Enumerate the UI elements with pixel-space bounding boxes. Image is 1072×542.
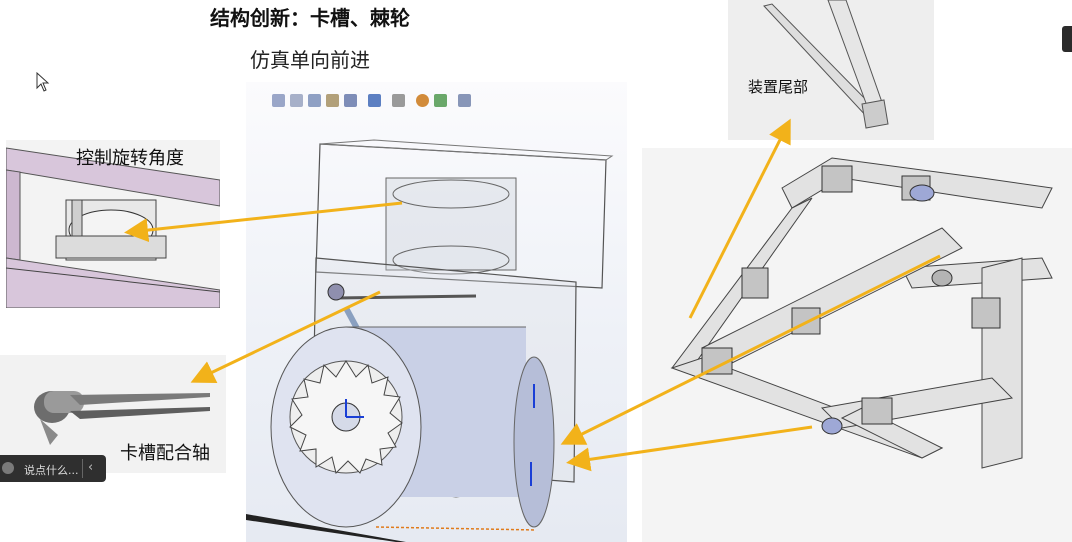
arrow-slot	[190, 290, 381, 384]
display-style-icon[interactable]	[368, 94, 381, 107]
previous-view-icon[interactable]	[308, 94, 321, 107]
zoom-fit-icon[interactable]	[272, 94, 285, 107]
tail-render	[763, 0, 889, 129]
hide-show-icon[interactable]	[392, 94, 405, 107]
ratchet-gear	[289, 360, 403, 474]
tail-panel: 装置尾部	[728, 0, 934, 140]
cad-toolbar	[272, 92, 532, 110]
cad-viewport[interactable]	[246, 82, 627, 542]
scene-icon[interactable]	[434, 94, 447, 107]
side-panel-toggle[interactable]	[1062, 26, 1072, 52]
arrow-rotation	[124, 201, 403, 243]
view-settings-icon[interactable]	[458, 94, 471, 107]
user-avatar-icon	[2, 462, 14, 474]
chevron-left-icon[interactable]: ‹	[88, 460, 94, 475]
crawler-assembly-render	[670, 157, 1053, 469]
slot-shaft-label: 卡槽配合轴	[120, 443, 210, 464]
assembly-panel	[642, 148, 1072, 542]
chat-divider	[82, 459, 83, 478]
mouse-pointer-icon	[36, 72, 50, 92]
arrow-drum-2	[566, 425, 813, 472]
chat-placeholder[interactable]: 说点什么...	[24, 464, 79, 477]
rotation-angle-label: 控制旋转角度	[76, 148, 184, 169]
tail-label: 装置尾部	[748, 78, 809, 96]
zoom-area-icon[interactable]	[290, 94, 303, 107]
arrow-tail	[688, 118, 791, 319]
appearance-icon[interactable]	[416, 94, 429, 107]
slide-title: 结构创新：卡槽、棘轮	[210, 6, 410, 30]
view-orientation-icon[interactable]	[344, 94, 357, 107]
arrow-drum-1	[560, 254, 941, 445]
slide-subtitle: 仿真单向前进	[250, 48, 370, 72]
ratchet-model-render	[270, 139, 614, 531]
shaft-shadow-render	[246, 514, 406, 542]
chat-input-bar[interactable]: 说点什么... ‹	[0, 455, 106, 482]
section-view-icon[interactable]	[326, 94, 339, 107]
slot-shaft-render	[34, 391, 210, 445]
slot-shaft-panel: 卡槽配合轴	[0, 355, 226, 473]
